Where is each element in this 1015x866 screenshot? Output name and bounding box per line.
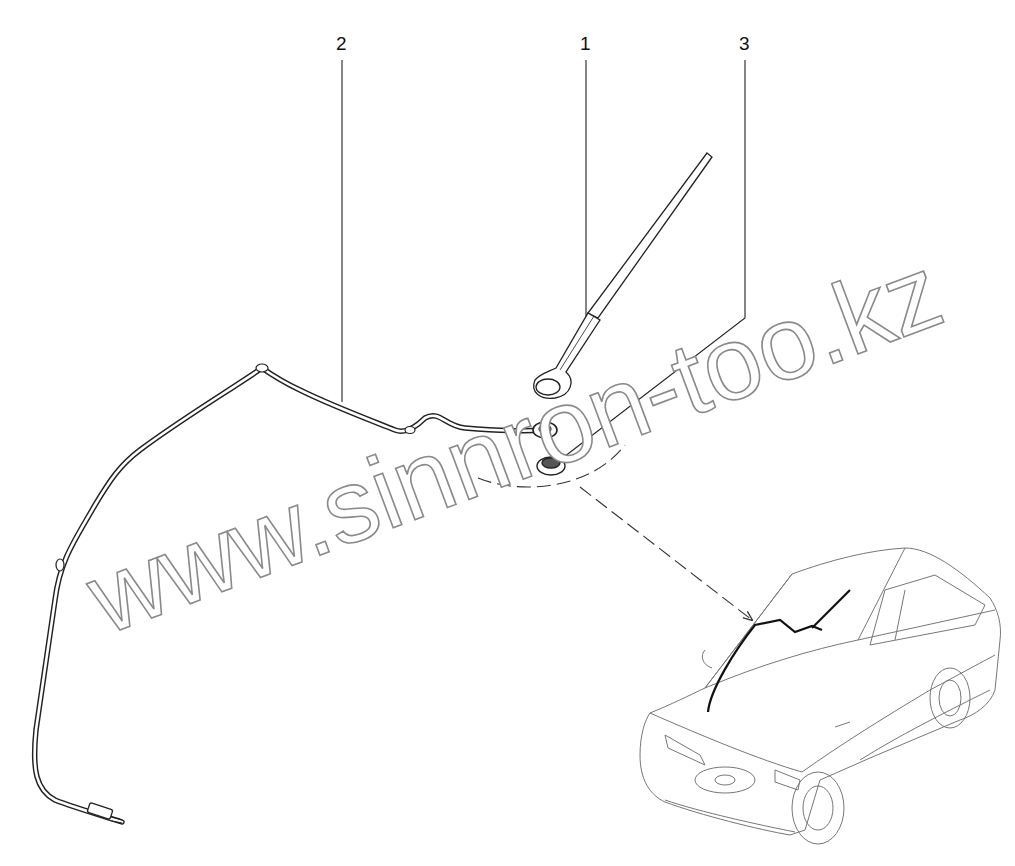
callout-number: 2: [336, 34, 347, 55]
callout-number: 3: [739, 34, 750, 55]
car-antenna-highlight: [708, 590, 850, 712]
car-illustration: [640, 548, 1001, 844]
watermark: www.sinnron-too.kz: [75, 239, 954, 651]
callout-number: 1: [580, 34, 591, 55]
